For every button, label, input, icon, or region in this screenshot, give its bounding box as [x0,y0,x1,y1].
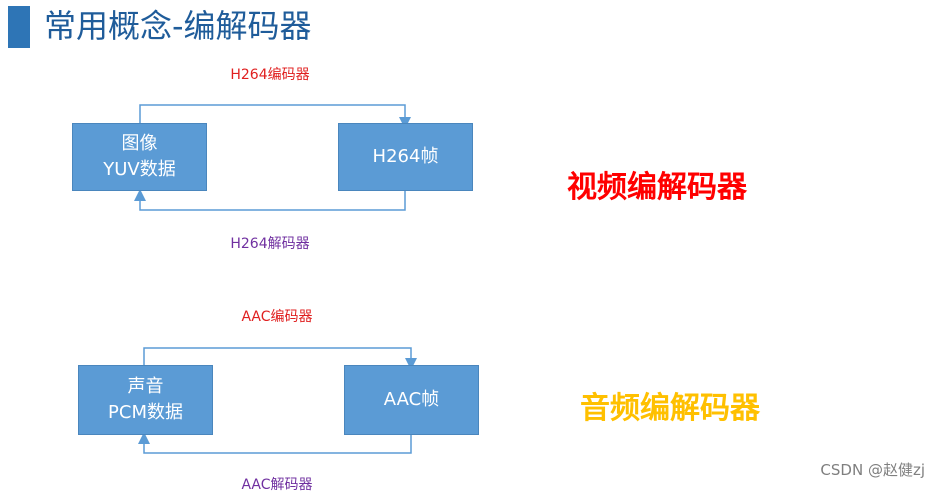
audio-target-label: AAC帧 [383,389,440,410]
audio-source-line2: PCM数据 [108,402,183,423]
audio-decode-arrow [138,432,412,454]
video-decoder-label: H264解码器 [230,236,310,252]
audio-category-label: 音频编解码器 [580,391,760,426]
page-title: 常用概念-编解码器 [44,7,312,45]
audio-source-box: 声音 PCM数据 [78,365,213,435]
title-accent-bar [8,6,30,48]
watermark: CSDN @赵健zj [820,461,925,479]
audio-encode-arrow [143,347,417,370]
video-target-label: H264帧 [372,146,439,167]
audio-encoder-label: AAC编码器 [241,309,313,325]
video-source-line1: 图像 [121,133,158,154]
video-encoder-label: H264编码器 [230,67,310,83]
video-encode-arrow [139,104,411,129]
video-decode-arrow [134,189,406,211]
audio-decoder-label: AAC解码器 [241,477,313,493]
video-source-line2: YUV数据 [103,159,176,180]
video-target-box: H264帧 [338,123,473,191]
audio-target-box: AAC帧 [344,365,479,435]
audio-source-line1: 声音 [127,376,164,397]
video-category-label: 视频编解码器 [567,170,747,205]
video-source-box: 图像 YUV数据 [72,123,207,191]
